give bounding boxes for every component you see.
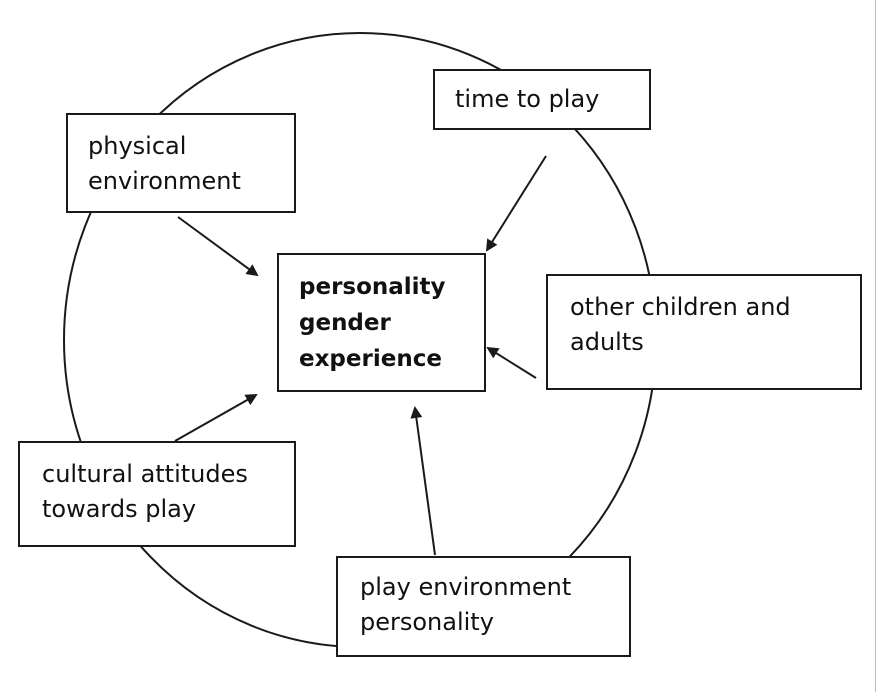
node-cultural-attitudes-line-1: cultural attitudes bbox=[42, 460, 248, 488]
node-physical-environment-line-2: environment bbox=[88, 167, 241, 195]
arrow-cultural-attitudes-to-center bbox=[174, 394, 258, 442]
node-physical-environment-line-1: physical bbox=[88, 132, 187, 160]
node-other-children-line-2: adults bbox=[570, 328, 644, 356]
node-play-environment: play environment personality bbox=[336, 556, 631, 657]
node-center-line-1: personality bbox=[299, 274, 446, 300]
node-center-line-2: gender bbox=[299, 310, 391, 336]
node-other-children-line-1: other children and bbox=[570, 293, 791, 321]
node-center: personality gender experience bbox=[277, 253, 486, 392]
node-time-to-play-line-1: time to play bbox=[455, 85, 600, 113]
right-frame-edge bbox=[875, 0, 876, 692]
node-center-line-3: experience bbox=[299, 346, 442, 372]
node-play-environment-line-2: personality bbox=[360, 608, 494, 636]
node-cultural-attitudes: cultural attitudes towards play bbox=[18, 441, 296, 547]
arrow-time-to-play-to-center bbox=[485, 155, 547, 252]
arrow-physical-environment-to-center bbox=[177, 216, 259, 277]
node-physical-environment: physical environment bbox=[66, 113, 296, 213]
node-cultural-attitudes-line-2: towards play bbox=[42, 495, 197, 523]
node-play-environment-line-1: play environment bbox=[360, 573, 572, 601]
node-other-children: other children and adults bbox=[546, 274, 862, 390]
arrow-other-children-to-center bbox=[486, 346, 537, 379]
arrow-play-environment-to-center bbox=[410, 406, 436, 556]
node-time-to-play: time to play bbox=[433, 69, 651, 130]
